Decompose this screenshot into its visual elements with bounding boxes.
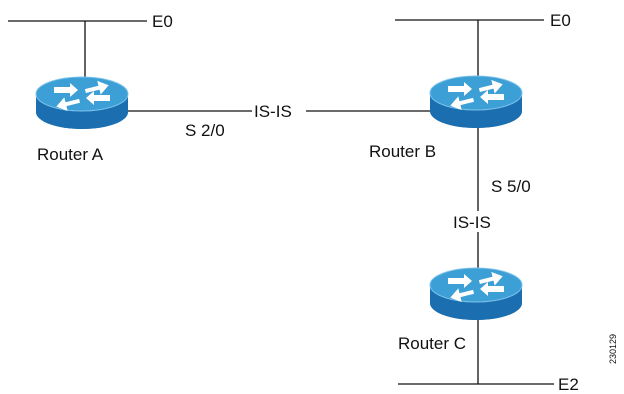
router-a-label: Router A [37, 145, 104, 164]
router-b-ethernet-label: E0 [550, 11, 571, 30]
router-b-icon [429, 75, 523, 128]
figure-id-label: 230129 [608, 334, 618, 364]
router-a-ethernet-label: E0 [152, 12, 173, 31]
router-b-serial-label: S 5/0 [491, 177, 531, 196]
router-c-ethernet-label: E2 [558, 375, 579, 394]
link-ab-protocol-label: IS-IS [254, 102, 292, 121]
router-a-icon [35, 76, 129, 129]
router-a-serial-label: S 2/0 [185, 121, 225, 140]
router-c-icon [429, 267, 523, 320]
link-bc-protocol-label: IS-IS [453, 213, 491, 232]
router-c-label: Router C [398, 334, 466, 353]
router-b-label: Router B [369, 142, 436, 161]
